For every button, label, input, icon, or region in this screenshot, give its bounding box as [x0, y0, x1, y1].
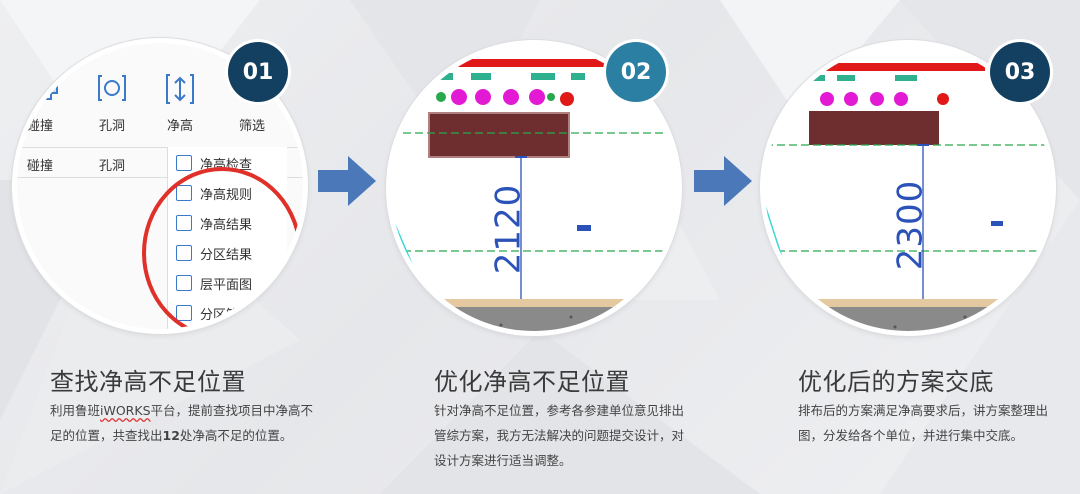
zone-icon — [176, 245, 192, 261]
menu-item-floor-plan[interactable]: 层平面图 — [176, 269, 252, 297]
menu-item-clearance-rules[interactable]: 净高规则 — [176, 179, 252, 207]
ribbon-button-filter[interactable]: 筛选 — [239, 119, 266, 134]
step-2-description: 针对净高不足位置，参考各参建单位意见排出管综方案，我方无法解决的问题提交设计，对… — [434, 403, 685, 468]
rules-icon — [176, 185, 192, 201]
arrow-right-icon — [694, 156, 752, 206]
step-3-image: 2300 — [760, 40, 1056, 336]
step-3-description: 排布后的方案满足净高要求后，讲方案整理出图，分发给各个单位，并进行集中交底。 — [798, 403, 1049, 443]
ribbon-divider — [17, 147, 303, 148]
collision-icon — [30, 74, 58, 100]
hole-icon — [98, 75, 126, 101]
clearance-dropdown-menu: 净高检查 净高规则 净高结果 分区结果 层平面图 分区管理 — [167, 147, 287, 329]
menu-item-zone-results[interactable]: 分区结果 — [176, 239, 252, 267]
layers-icon — [176, 275, 192, 291]
results-icon — [176, 215, 192, 231]
step-1-badge: 01 — [228, 42, 288, 102]
step-3-badge: 03 — [990, 42, 1050, 102]
cad-drawing-after — [765, 45, 1051, 331]
dimension-2120: 2120 — [488, 183, 529, 275]
ribbon-group-collision: 碰撞 — [27, 159, 54, 174]
dimension-2300: 2300 — [890, 179, 931, 271]
arrow-right-icon — [318, 156, 376, 206]
menu-item-clearance-results[interactable]: 净高结果 — [176, 209, 252, 237]
step-1-title: 查找净高不足位置 — [50, 368, 246, 396]
step-3-title: 优化后的方案交底 — [798, 368, 994, 396]
menu-item-zone-management[interactable]: 分区管理 — [176, 299, 252, 327]
check-icon — [176, 155, 192, 171]
step-1-description: 利用鲁班iWORKS平台，提前查找项目中净高不足的位置，共查找出12处净高不足的… — [50, 403, 314, 443]
step-2-image: 2120 — [386, 40, 682, 336]
step-2-badge: 02 — [606, 42, 666, 102]
ribbon-button-collision[interactable]: 碰撞 — [27, 119, 54, 134]
step-2-title: 优化净高不足位置 — [434, 368, 630, 396]
step-1-image: 碰撞 孔洞 净高 筛选 碰撞 孔洞 净高 净高检查 净高规则 净高结果 分区结果… — [12, 38, 308, 334]
highlight-ellipse — [142, 167, 302, 329]
ribbon-group-hole: 孔洞 — [99, 159, 126, 174]
clearance-icon — [166, 74, 194, 104]
manage-icon — [176, 305, 192, 321]
ribbon-button-hole[interactable]: 孔洞 — [99, 119, 126, 134]
ribbon-button-clearance[interactable]: 净高 — [167, 119, 194, 134]
